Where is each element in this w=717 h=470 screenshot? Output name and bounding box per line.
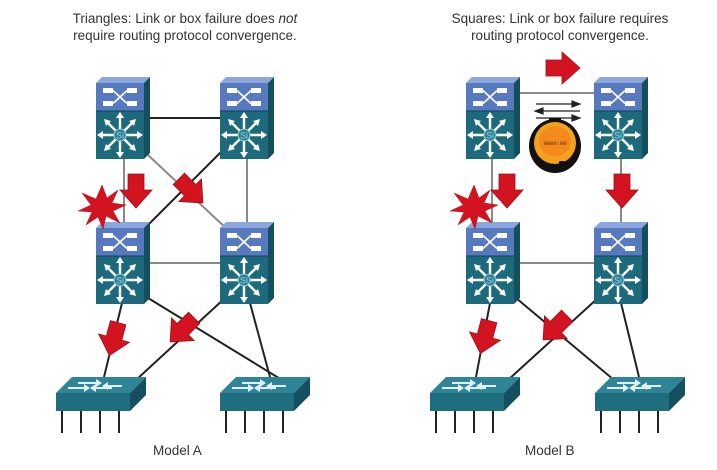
red-traffic-arrow-icon xyxy=(93,318,135,361)
caption-emphasis: not xyxy=(278,11,298,26)
model-a-caption: Triangles: Link or box failure does not … xyxy=(20,10,350,44)
caption-text: require routing protocol convergence. xyxy=(73,28,297,43)
distribution-switch-right xyxy=(218,220,276,306)
link-uplink xyxy=(249,302,271,378)
access-switch-left xyxy=(429,376,521,434)
access-switch-left xyxy=(55,376,147,434)
explosion-starburst-icon xyxy=(77,184,127,230)
access-switch-right xyxy=(219,376,311,434)
red-traffic-arrow-icon xyxy=(464,316,506,359)
model-a-label: Model A xyxy=(153,443,202,458)
model-b-caption: Squares: Link or box failure requires ro… xyxy=(390,10,717,44)
red-traffic-arrow-icon xyxy=(605,173,639,209)
access-switch-right xyxy=(594,376,686,434)
routing-exchange-arrows xyxy=(533,100,582,122)
explosion-starburst-icon xyxy=(449,184,499,230)
core-switch-top-left xyxy=(94,75,152,161)
core-switch-top-right xyxy=(592,75,650,161)
red-traffic-arrow-icon xyxy=(490,173,524,209)
model-b-label: Model B xyxy=(525,443,575,458)
core-switch-top-right xyxy=(218,75,276,161)
link-uplink xyxy=(147,297,283,381)
timer-readout: 0000:00 xyxy=(543,140,566,147)
caption-text: Triangles: Link or box failure does xyxy=(72,11,279,26)
red-traffic-arrow-icon xyxy=(167,167,215,215)
distribution-switch-right xyxy=(592,220,650,306)
model-b-diagram: 0000:00 xyxy=(429,51,686,434)
distribution-switch-left xyxy=(464,220,522,306)
stopwatch-icon: 0000:00 xyxy=(529,118,581,173)
distribution-switch-left xyxy=(94,220,152,306)
link-uplink xyxy=(620,302,640,378)
caption-text: routing protocol convergence. xyxy=(471,28,649,43)
caption-text: Squares: Link or box failure requires xyxy=(451,11,669,26)
model-a-diagram xyxy=(55,75,311,434)
red-traffic-arrow-icon xyxy=(545,51,581,85)
core-switch-top-left xyxy=(464,75,522,161)
